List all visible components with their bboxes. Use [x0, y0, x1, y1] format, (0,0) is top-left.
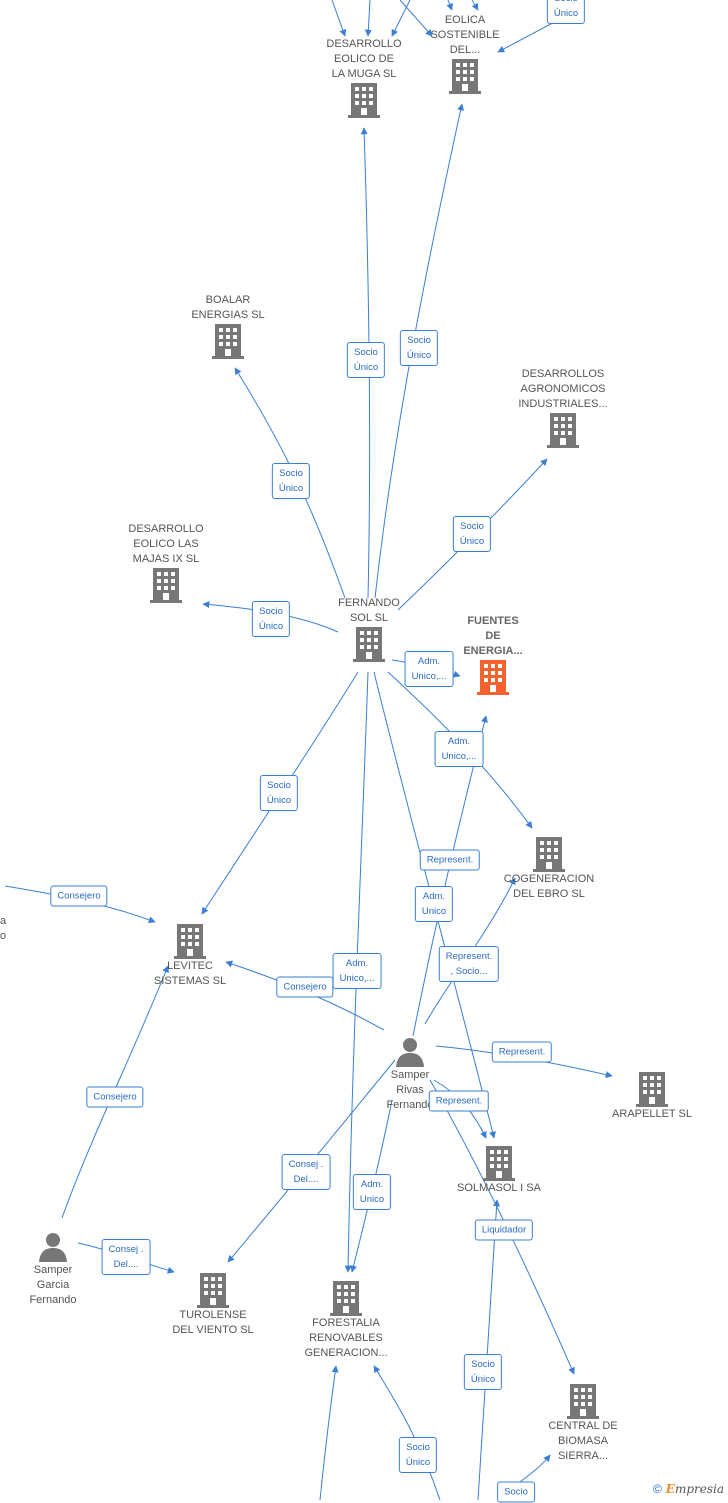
edge — [477, 1199, 501, 1500]
building-icon — [567, 1384, 599, 1419]
node-label: DESARROLLO EOLICO LAS MAJAS IX SL — [128, 523, 204, 565]
node-central-de-biomasa[interactable]: CENTRAL DE BIOMASA SIERRA... — [528, 1383, 638, 1464]
relation-badge[interactable]: Represent. — [428, 1090, 490, 1112]
relation-badge[interactable]: Consej . Del.... — [281, 1154, 331, 1190]
building-icon — [348, 83, 380, 118]
relation-badge[interactable]: Adm. Unico — [414, 886, 454, 922]
node-desarrollo-eolico-la-muga[interactable]: DESARROLLO EOLICO DE LA MUGA SL — [309, 37, 419, 118]
person-icon — [39, 1233, 67, 1262]
node-label: CENTRAL DE BIOMASA SIERRA... — [548, 1420, 618, 1462]
relation-badge[interactable]: Socio Único — [346, 342, 386, 378]
building-icon — [636, 1072, 668, 1107]
relation-badge[interactable]: Consejero — [86, 1086, 144, 1108]
node-boalar-energias[interactable]: BOALAR ENERGIAS SL — [173, 293, 283, 359]
clipped-node-label: a o — [0, 915, 7, 942]
node-label: SOLMASOL I SA — [457, 1182, 541, 1194]
edge — [373, 1365, 441, 1500]
node-levitec-sistemas[interactable]: LEVITEC SISTEMAS SL — [135, 923, 245, 989]
node-fernando-sol[interactable]: FERNANDO SOL SL — [314, 596, 424, 662]
edge — [364, 0, 372, 37]
brand-logo: Empresia — [666, 1482, 724, 1496]
relation-badge[interactable]: Socio Único — [463, 1354, 503, 1390]
building-icon — [174, 924, 206, 959]
relation-badge[interactable]: Socio Único — [259, 775, 299, 811]
edge — [319, 1365, 339, 1500]
edge — [446, 0, 453, 11]
node-label: Samper Garcia Fernando — [29, 1264, 77, 1306]
building-icon — [449, 59, 481, 94]
node-label: Samper Rivas Fernando — [386, 1069, 434, 1111]
edge — [391, 0, 411, 37]
edge — [471, 0, 479, 11]
node-label: BOALAR ENERGIAS SL — [191, 294, 265, 321]
relation-badge[interactable]: Consejero — [276, 976, 334, 998]
relation-badge[interactable]: Adm. Unico,... — [404, 651, 454, 687]
node-samper-rivas-fernando[interactable]: Samper Rivas Fernando — [355, 1036, 465, 1113]
node-arapellet[interactable]: ARAPELLET SL — [597, 1071, 707, 1122]
node-label: FERNANDO SOL SL — [338, 597, 400, 624]
building-icon — [547, 413, 579, 448]
person-icon — [396, 1038, 424, 1067]
brand-name: mpresia — [674, 1482, 724, 1496]
node-label: DESARROLLO EOLICO DE LA MUGA SL — [326, 38, 402, 80]
node-label: DESARROLLOS AGRONOMICOS INDUSTRIALES... — [518, 368, 608, 410]
relation-badge[interactable]: Represent. — [419, 849, 481, 871]
building-icon-focus — [477, 660, 509, 695]
relation-badge[interactable]: Socio Único — [399, 330, 439, 366]
relation-badge[interactable]: Adm. Unico — [352, 1174, 392, 1210]
relation-badge[interactable]: Socio Único — [251, 601, 291, 637]
relation-badge[interactable]: Adm. Unico,... — [434, 731, 484, 767]
building-icon — [197, 1273, 229, 1308]
relation-badge[interactable]: Socio Único — [452, 516, 492, 552]
node-label: LEVITEC SISTEMAS SL — [153, 960, 227, 987]
brand-initial: E — [665, 1482, 675, 1496]
relation-badge[interactable]: Socio — [497, 1481, 535, 1503]
edge — [331, 0, 347, 37]
relation-badge[interactable]: Socio Único — [271, 463, 311, 499]
relation-badge[interactable]: Socio Único — [398, 1437, 438, 1473]
edge — [399, 0, 433, 37]
node-label: EOLICA SOSTENIBLE DEL... — [430, 14, 500, 56]
relation-badge[interactable]: Represent. , Socio... — [438, 946, 500, 982]
node-label: TUROLENSE DEL VIENTO SL — [172, 1309, 254, 1336]
relation-badge[interactable]: Consej . Del.... — [101, 1239, 151, 1275]
node-forestalia-renovables[interactable]: FORESTALIA RENOVABLES GENERACION... — [291, 1280, 401, 1361]
node-fuentes-de-energia[interactable]: FUENTES DE ENERGIA... — [438, 614, 548, 695]
relation-badge[interactable]: Represent. — [491, 1041, 553, 1063]
building-icon — [483, 1146, 515, 1181]
node-turolense-del-viento[interactable]: TUROLENSE DEL VIENTO SL — [158, 1272, 268, 1338]
building-icon — [330, 1281, 362, 1316]
relation-badge[interactable]: Socio Único — [546, 0, 586, 24]
node-cogeneracion-del-ebro[interactable]: COGENERACION DEL EBRO SL — [494, 836, 604, 902]
footer-brand[interactable]: © Empresia — [653, 1482, 724, 1496]
relation-badge[interactable]: Liquidador — [474, 1219, 534, 1241]
relation-badge[interactable]: Adm. Unico,... — [332, 953, 382, 989]
node-label: FORESTALIA RENOVABLES GENERACION... — [304, 1317, 388, 1359]
building-icon — [212, 324, 244, 359]
building-icon — [533, 837, 565, 872]
node-solmasol[interactable]: SOLMASOL I SA — [444, 1145, 554, 1196]
building-icon — [150, 568, 182, 603]
node-label: ARAPELLET SL — [612, 1108, 692, 1120]
node-eolica-sostenible[interactable]: EOLICA SOSTENIBLE DEL... — [410, 13, 520, 94]
node-desarrollo-eolico-majas[interactable]: DESARROLLO EOLICO LAS MAJAS IX SL — [111, 522, 221, 603]
node-samper-garcia-fernando[interactable]: Samper Garcia Fernando — [0, 1231, 108, 1308]
node-desarrollos-agronomicos[interactable]: DESARROLLOS AGRONOMICOS INDUSTRIALES... — [508, 367, 618, 448]
relation-badge[interactable]: Consejero — [50, 885, 108, 907]
node-label: FUENTES DE ENERGIA... — [463, 615, 523, 657]
building-icon — [353, 627, 385, 662]
node-label: COGENERACION DEL EBRO SL — [503, 873, 595, 900]
copyright-symbol: © — [652, 1482, 662, 1496]
